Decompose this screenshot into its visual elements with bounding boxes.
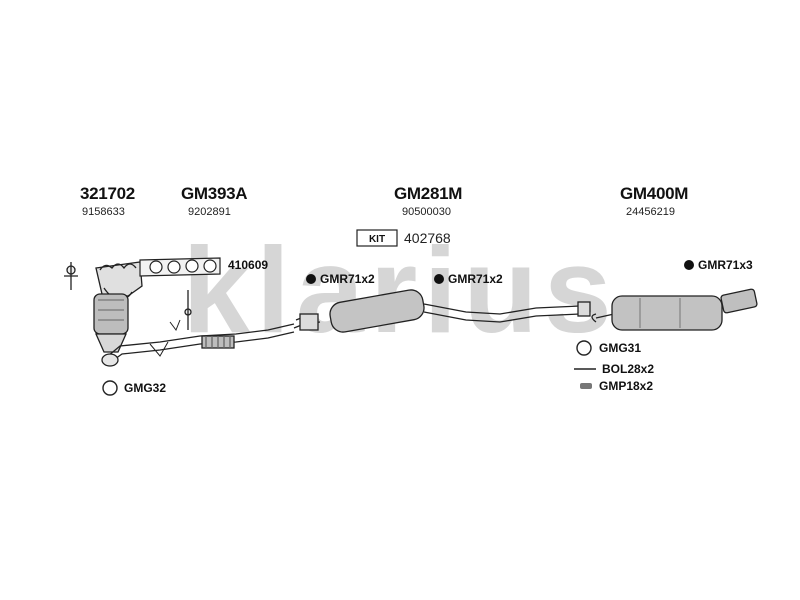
sealing-ring-gmg32-icon (102, 380, 118, 396)
group-3-oem: 90500030 (402, 206, 451, 218)
manifold-gasket-part (139, 257, 221, 277)
kit-number: 402768 (404, 230, 451, 246)
pipe-clamp-icon (580, 383, 592, 389)
bolt-label: BOL28x2 (602, 362, 655, 376)
kit-badge: KIT (369, 234, 385, 245)
sealing-ring-gmg31-icon (576, 340, 592, 356)
group-4-oem: 24456219 (626, 206, 675, 218)
mount-rear-label: GMR71x3 (698, 258, 753, 272)
manifold-gasket-label: 410609 (228, 258, 269, 272)
group-4-code: GM400M (620, 184, 689, 203)
mount-rubber-rear-icon (684, 260, 694, 270)
mount-front-label: GMR71x2 (320, 272, 375, 286)
group-1-code: 321702 (80, 184, 135, 203)
brand-watermark: klarius (182, 222, 617, 358)
kit-badge-box (356, 229, 398, 247)
sealing-ring-gmg31-label: GMG31 (599, 341, 642, 355)
front-pipe-part (101, 290, 295, 367)
mount-rubber-middle-icon (434, 274, 444, 284)
sealing-ring-gmg32-label: GMG32 (124, 381, 167, 395)
mount-rubber-front-icon (306, 274, 316, 284)
centre-silencer-part (293, 289, 591, 333)
group-2-code: GM393A (181, 184, 248, 203)
manifold-catalyst-part (64, 261, 143, 353)
group-1-oem: 9158633 (82, 206, 125, 218)
pipe-clamp-label: GMP18x2 (599, 379, 654, 393)
group-3-code: GM281M (394, 184, 463, 203)
group-2-oem: 9202891 (188, 206, 231, 218)
mount-middle-label: GMR71x2 (448, 272, 503, 286)
rear-silencer-part (591, 288, 758, 331)
